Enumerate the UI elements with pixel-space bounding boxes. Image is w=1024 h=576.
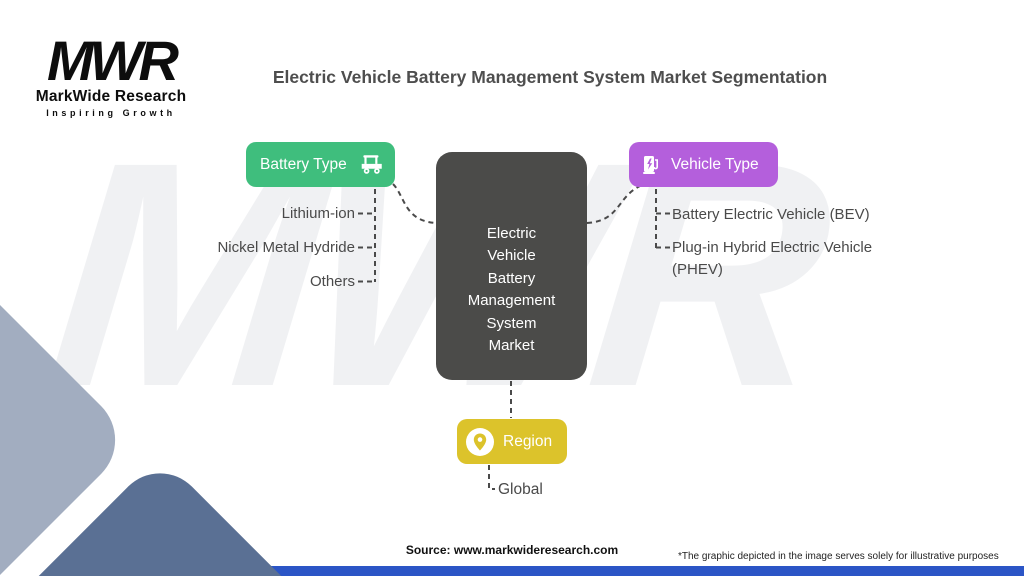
bottom-accent-bar: [262, 566, 1024, 576]
source-text: Source: www.markwideresearch.com: [405, 543, 619, 557]
vehicle-type-node: Vehicle Type: [629, 142, 778, 187]
region-node: Region: [457, 419, 567, 464]
battery-type-item: Nickel Metal Hydride: [217, 239, 355, 256]
logo-name: MarkWide Research: [35, 88, 187, 106]
cart-icon: [359, 154, 385, 176]
central-node: Electric Vehicle Battery Management Syst…: [436, 152, 587, 380]
vehicle-type-item: Plug-in Hybrid Electric Vehicle (PHEV): [672, 239, 873, 278]
disclaimer-text: *The graphic depicted in the image serve…: [678, 551, 999, 562]
location-pin-icon: [465, 427, 495, 457]
central-node-line: System: [486, 314, 537, 332]
central-node-line: Market: [488, 337, 535, 354]
battery-type-label: Battery Type: [260, 155, 347, 173]
central-node-line: Management: [467, 292, 556, 309]
region-item: Global: [498, 481, 543, 498]
logo-tagline: Inspiring Growth: [46, 108, 176, 119]
central-node-line: Battery: [487, 269, 536, 287]
markwide-logo: MWR MarkWide Research Inspiring Growth: [26, 29, 196, 119]
battery-type-node: Battery Type: [246, 142, 395, 187]
logo-acronym: MWR: [47, 29, 179, 92]
battery-type-item: Lithium-ion: [281, 205, 355, 222]
central-node-line: Vehicle: [487, 247, 536, 264]
vehicle-type-item: Battery Electric Vehicle (BEV): [672, 206, 870, 223]
vehicle-type-label: Vehicle Type: [671, 155, 759, 173]
page-title: Electric Vehicle Battery Management Syst…: [272, 67, 828, 87]
central-node-line: Electric: [486, 224, 537, 242]
ev-charger-icon: [639, 153, 663, 177]
region-label: Region: [503, 432, 553, 450]
battery-type-item: Others: [309, 273, 355, 290]
